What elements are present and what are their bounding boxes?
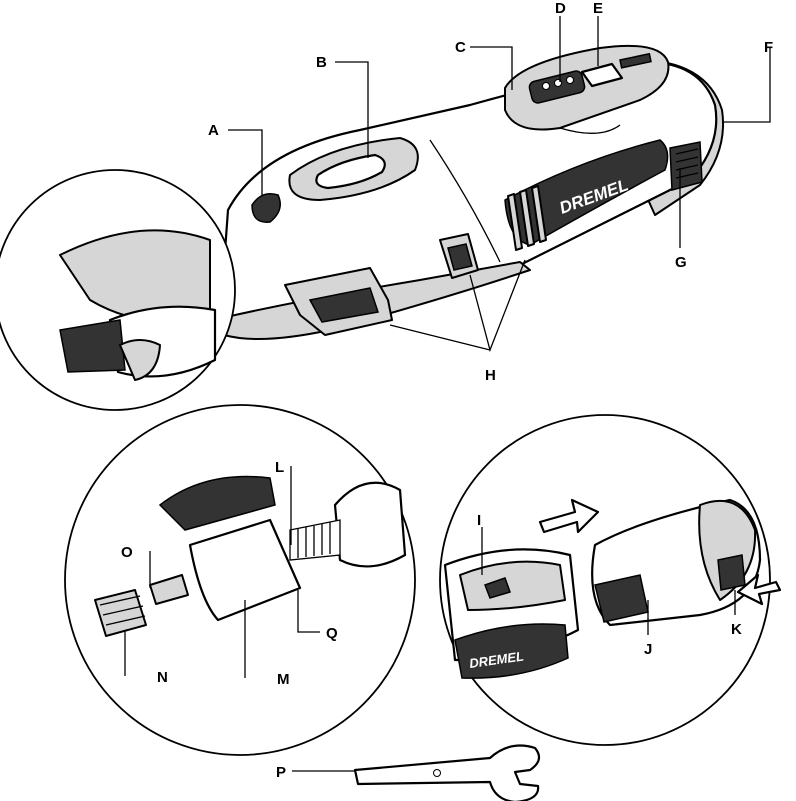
grip-ribs [508, 186, 546, 250]
detail-circle-attachment [65, 405, 415, 755]
label-m: M [277, 671, 290, 688]
label-k: K [731, 621, 742, 638]
label-j: J [644, 641, 652, 658]
label-q: Q [326, 625, 338, 642]
label-c: C [455, 39, 466, 56]
label-f: F [764, 39, 773, 56]
label-p: P [276, 764, 286, 781]
battery-release [718, 555, 745, 590]
battery-vent [670, 142, 702, 190]
label-g: G [675, 254, 687, 271]
label-o: O [121, 544, 133, 561]
label-a: A [208, 122, 219, 139]
label-l: L [275, 459, 284, 476]
wrench [355, 746, 539, 801]
label-e: E [593, 0, 603, 17]
label-d: D [555, 0, 566, 17]
label-n: N [157, 669, 168, 686]
detail-circle-nose [0, 170, 235, 410]
label-h: H [485, 367, 496, 384]
detail-circle-battery: DREMEL [440, 415, 780, 745]
label-i: I [477, 512, 481, 529]
rotary-tool-body: DREMEL [220, 46, 723, 339]
label-b: B [316, 54, 327, 71]
